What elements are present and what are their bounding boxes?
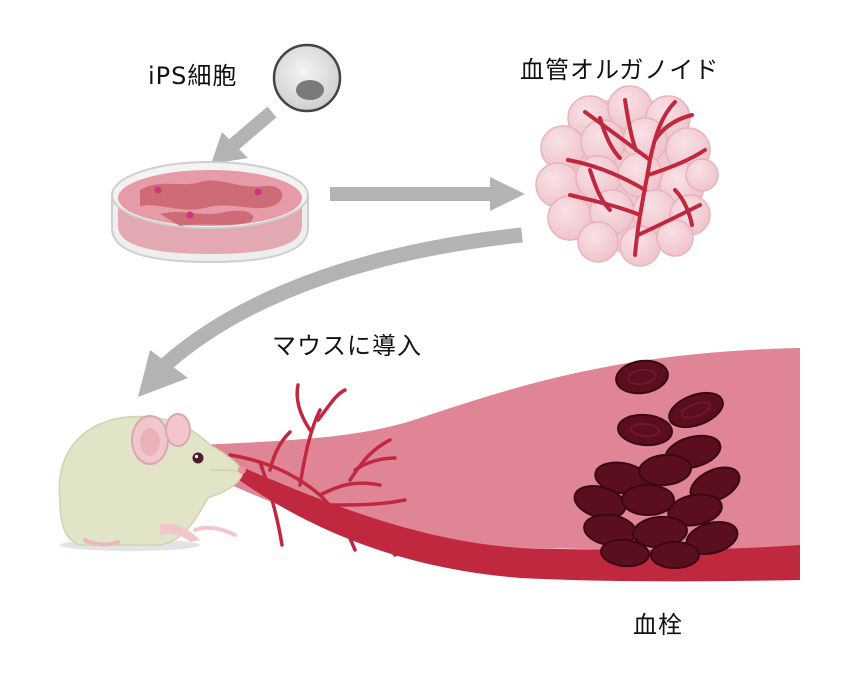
arrow-dish-to-organoid (330, 177, 525, 211)
petri-dish-icon (111, 161, 309, 264)
arrow-organoid-to-mouse (138, 227, 523, 397)
transplanted-vessels (228, 383, 407, 557)
ips-cell-label: iPS細胞 (148, 62, 238, 90)
thrombus-icon (573, 359, 741, 569)
inject-to-mouse-label: マウスに導入 (272, 332, 422, 360)
organoid-icon (535, 85, 719, 267)
vascular-organoid-label: 血管オルガノイド (520, 56, 720, 84)
arrow-cell-to-dish (211, 106, 277, 164)
ips-cell-icon (272, 43, 342, 113)
mouse-icon (58, 413, 246, 551)
thrombus-label: 血栓 (633, 611, 683, 639)
